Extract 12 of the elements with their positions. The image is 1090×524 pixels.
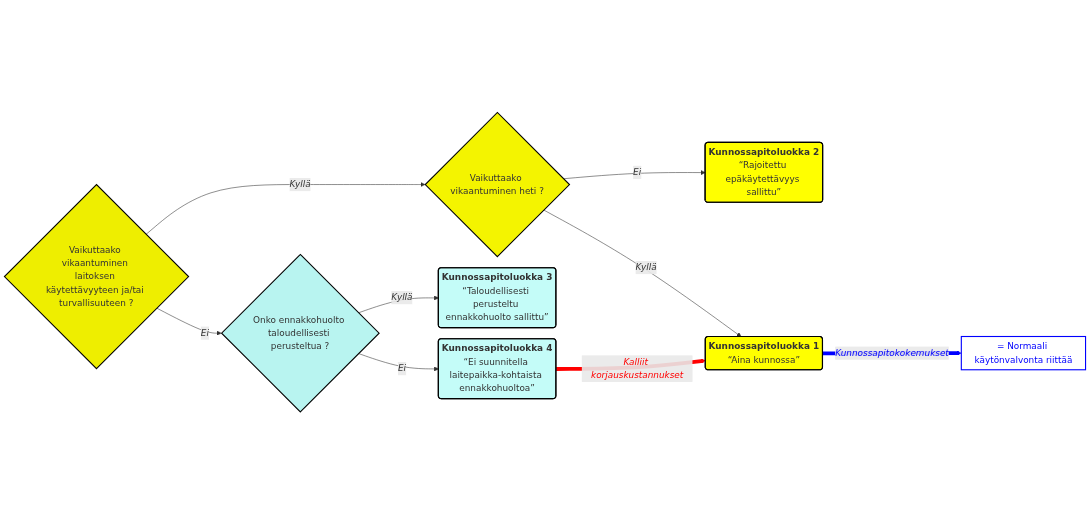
node-diamond: Onko ennakkohuolto taloudellisesti perusteltua ? (220, 253, 380, 413)
node-box: = Normaali käytönvalvonta riittää (960, 335, 1087, 371)
edge-label: Ei (200, 327, 209, 338)
node-diamond: Vaikuttaako vikaantuminen heti ? (424, 111, 571, 258)
node-diamond: Vaikuttaako vikaantuminen laitoksen käytettävyyteen ja/tai turvallisuuteen ? (3, 183, 190, 370)
edge-label: Ei (633, 166, 642, 178)
edge-label: Kunnossapitokokemukset (835, 347, 949, 358)
edge-label: Kalliit korjauskustannukset (591, 356, 684, 381)
edge-label: Ei (397, 362, 406, 374)
edge-label: Kyllä (289, 178, 311, 190)
edge-label: Kyllä (635, 261, 657, 273)
edge-label: Kyllä (391, 291, 413, 303)
